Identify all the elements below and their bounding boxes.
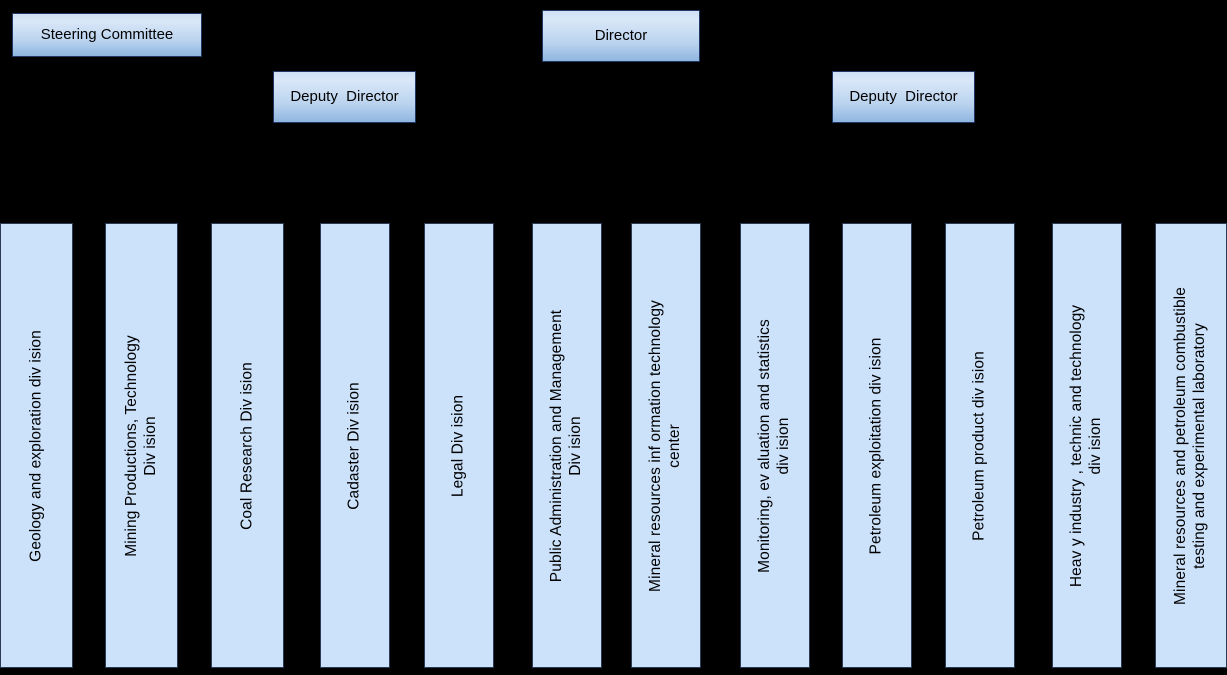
org-box-public-administration-and-management-division[interactable]: Public Administration and Management Div… [532, 223, 602, 668]
org-box-label: Geology and exploration div ision [27, 329, 45, 562]
org-box-label: Petroleum exploitation div ision [867, 337, 885, 554]
org-box-mineral-resources-information-technology-center[interactable]: Mineral resources inf ormation technolog… [631, 223, 701, 668]
org-box-label: Public Administration and Management Div… [548, 309, 584, 582]
org-box-label: Director [594, 27, 648, 45]
org-box-mineral-resources-and-petroleum-combustible-testing-and-experimental-laboratory[interactable]: Mineral resources and petroleum combusti… [1155, 223, 1227, 668]
org-box-label: Petroleum product div ision [970, 350, 988, 541]
org-box-mining-productions-technology-division[interactable]: Mining Productions, Technology Div ision [105, 223, 178, 668]
org-box-director[interactable]: Director [542, 10, 700, 62]
org-box-label: Legal Div ision [449, 394, 467, 497]
org-box-label: Mining Productions, Technology Div ision [122, 334, 159, 557]
org-box-petroleum-exploitation-division[interactable]: Petroleum exploitation div ision [842, 223, 912, 668]
org-box-label: Mineral resources inf ormation technolog… [647, 299, 683, 592]
org-box-label: Coal Research Div ision [238, 361, 256, 530]
org-box-label: Monitoring, ev aluation and statistics d… [756, 318, 792, 573]
org-box-cadaster-division[interactable]: Cadaster Div ision [320, 223, 390, 668]
org-box-label: Cadaster Div ision [345, 381, 363, 510]
org-box-geology-and-exploration-division[interactable]: Geology and exploration div ision [0, 223, 73, 668]
org-box-steering-committee[interactable]: Steering Committee [12, 13, 202, 57]
org-box-coal-research-division[interactable]: Coal Research Div ision [211, 223, 284, 668]
org-box-label: Steering Committee [40, 26, 174, 44]
org-box-petroleum-product-division[interactable]: Petroleum product div ision [945, 223, 1015, 668]
org-box-deputy-director-left[interactable]: Deputy Director [273, 71, 416, 123]
org-box-heavy-industry-technic-and-technology-division[interactable]: Heav y industry , technic and technology… [1052, 223, 1122, 668]
org-box-label: Heav y industry , technic and technology… [1068, 304, 1104, 587]
org-box-monitoring-evaluation-and-statistics-division[interactable]: Monitoring, ev aluation and statistics d… [740, 223, 810, 668]
org-box-label: Deputy Director [849, 88, 958, 106]
org-box-label: Mineral resources and petroleum combusti… [1172, 286, 1208, 605]
org-box-legal-division[interactable]: Legal Div ision [424, 223, 494, 668]
org-box-label: Deputy Director [290, 88, 399, 106]
org-box-deputy-director-right[interactable]: Deputy Director [832, 71, 975, 123]
